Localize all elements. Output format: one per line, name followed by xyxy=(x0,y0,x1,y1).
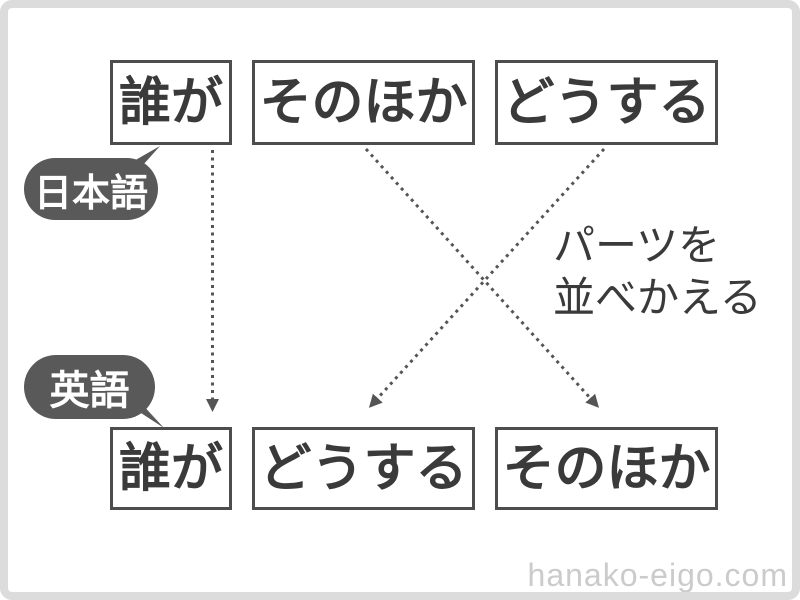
jp-box-other: そのほか xyxy=(252,60,475,145)
rearrange-note: パーツを 並べかえる xyxy=(553,220,762,324)
jp-box-verb: どうする xyxy=(495,60,718,145)
japanese-label-bubble: 日本語 xyxy=(24,158,158,220)
note-line-2: 並べかえる xyxy=(553,273,762,322)
note-line-1: パーツを xyxy=(553,221,721,270)
japanese-label: 日本語 xyxy=(33,172,148,215)
english-label: 英語 xyxy=(49,369,130,413)
jp-box-who: 誰が xyxy=(110,60,232,145)
en-box-who: 誰が xyxy=(110,427,232,510)
en-box-other: そのほか xyxy=(495,427,718,510)
english-label-bubble: 英語 xyxy=(24,355,155,419)
site-watermark: hanako-eigo.com xyxy=(527,557,788,593)
en-box-verb: どうする xyxy=(252,427,475,510)
